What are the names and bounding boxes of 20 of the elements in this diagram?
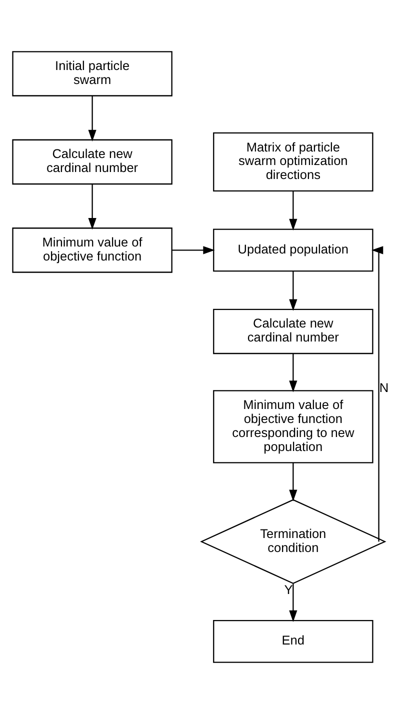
node-box: Calculate new cardinal number bbox=[213, 308, 374, 354]
arrow bbox=[372, 246, 384, 542]
arrow bbox=[88, 184, 96, 230]
edge-label: Y bbox=[284, 581, 293, 596]
node-box: Initial particle swarm bbox=[12, 50, 172, 96]
node-box: Matrix of particle swarm optimization directions bbox=[213, 132, 374, 192]
node-box: End bbox=[213, 619, 374, 662]
node-box: Minimum value of objective function corresponding to new population bbox=[213, 390, 374, 463]
arrow bbox=[289, 462, 298, 501]
node-box: Calculate new cardinal number bbox=[12, 138, 172, 184]
arrow bbox=[88, 95, 96, 141]
arrow bbox=[289, 190, 298, 230]
arrow bbox=[289, 353, 298, 392]
node-box: Updated population bbox=[213, 228, 374, 272]
edge-label: N bbox=[379, 379, 389, 394]
node-box: Minimum value of objective function bbox=[12, 227, 172, 272]
arrow bbox=[172, 246, 215, 254]
arrow bbox=[289, 583, 298, 622]
node-diamond: Termination condition bbox=[200, 498, 386, 584]
arrow bbox=[289, 270, 298, 310]
